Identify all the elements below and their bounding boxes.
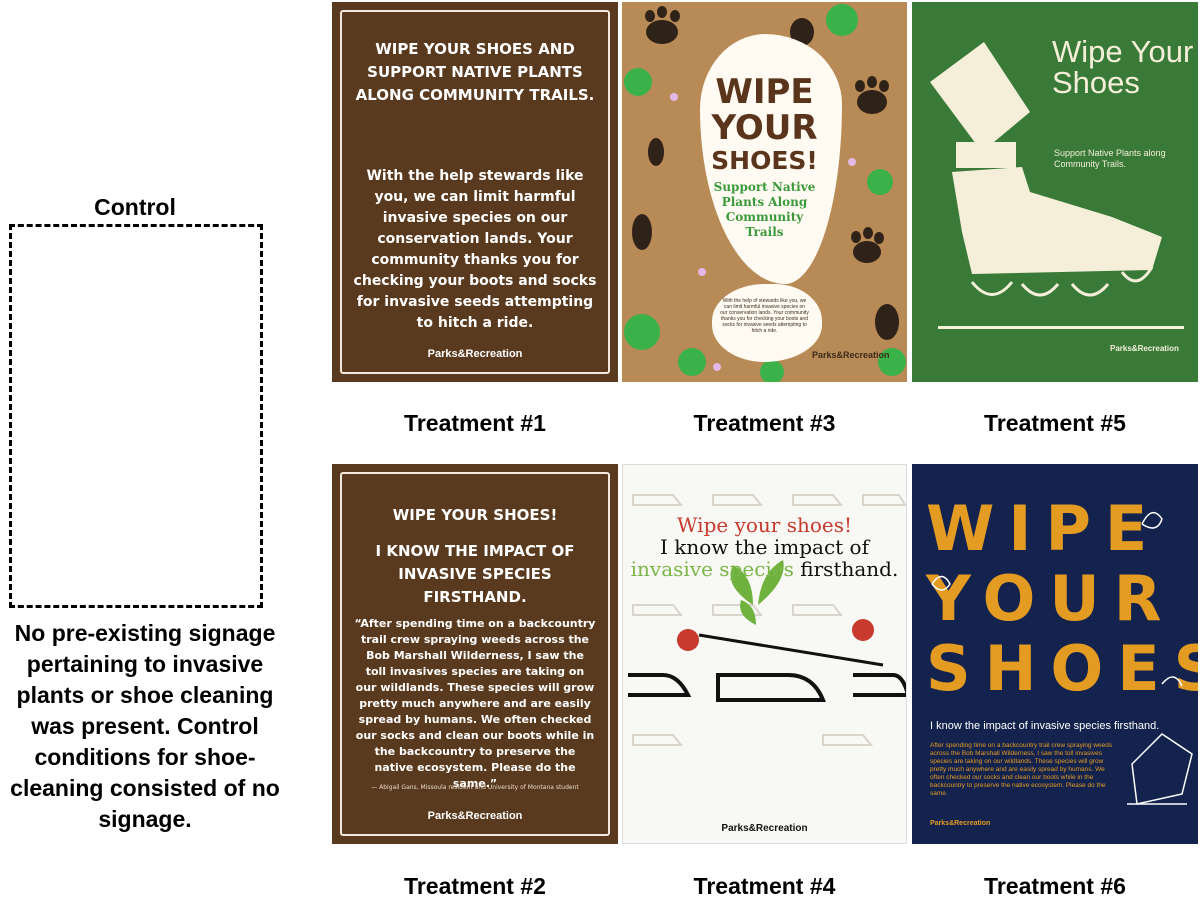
poster-small-text: With the help of stewards like you, we c… bbox=[720, 298, 809, 334]
poster-title-line-2: YOUR bbox=[926, 562, 1176, 635]
poster-white-splat-small bbox=[712, 284, 822, 362]
poster-body: After spending time on a backcountry tra… bbox=[930, 742, 1113, 797]
poster-quote: “After spending time on a backcountry tr… bbox=[354, 617, 596, 790]
poster-heading-2: I KNOW THE IMPACT OF INVASIVE SPECIES FI… bbox=[375, 542, 575, 606]
poster-subtitle-end: firsthand. bbox=[793, 557, 899, 581]
poster-border bbox=[340, 10, 610, 374]
poster-subtitle: I know the impact of invasive species fi… bbox=[930, 720, 1160, 732]
poster-title-line-1: WIPE bbox=[926, 492, 1162, 565]
control-empty-frame bbox=[9, 224, 263, 608]
poster-treatment-5: Wipe Your Shoes Support Native Plants al… bbox=[912, 2, 1198, 382]
shoe-pattern-background bbox=[628, 494, 906, 746]
boot-plant-illustration bbox=[931, 511, 1193, 805]
poster-heading-1: WIPE YOUR SHOES! bbox=[392, 506, 558, 524]
treatment-1-label: Treatment #1 bbox=[404, 410, 546, 436]
treatment-5-label: Treatment #5 bbox=[984, 410, 1126, 436]
paw-prints-background bbox=[624, 4, 906, 382]
poster-subtitle-line-2: invasive species firsthand. bbox=[623, 557, 906, 581]
poster-border bbox=[340, 472, 610, 836]
control-heading: Control bbox=[94, 194, 176, 220]
poster-divider bbox=[938, 326, 1184, 329]
poster-attribution: — Abigail Gans, Missoula resident and Un… bbox=[371, 784, 579, 791]
parks-recreation-logo: Parks&Recreation bbox=[812, 350, 890, 360]
poster-title: Wipe Your Shoes bbox=[1052, 34, 1194, 100]
poster-treatment-4: Wipe your shoes! I know the impact of in… bbox=[622, 464, 907, 844]
control-description: No pre-existing signage pertaining to in… bbox=[10, 620, 280, 832]
poster-title-line-3: SHOES! bbox=[711, 146, 818, 175]
poster-highlight-text: invasive species bbox=[630, 557, 794, 581]
poster-treatment-2: WIPE YOUR SHOES! I KNOW THE IMPACT OF IN… bbox=[332, 464, 618, 844]
poster-title: Wipe your shoes! bbox=[676, 513, 853, 537]
poster-subtitle: Support Native Plants Along Community Tr… bbox=[713, 180, 816, 239]
poster-subtitle-line-1: I know the impact of bbox=[659, 535, 869, 559]
poster-title-line-1: WIPE bbox=[715, 72, 814, 112]
parks-recreation-logo: Parks&Recreation bbox=[721, 823, 808, 834]
poster-treatment-6: WIPE YOUR SHOES I know the impact of inv… bbox=[912, 464, 1198, 844]
treatment-6-label: Treatment #6 bbox=[984, 873, 1126, 899]
poster-title-line-3: SHOES bbox=[926, 632, 1198, 705]
poster-title-line-2: YOUR bbox=[711, 108, 818, 148]
poster-heading: WIPE YOUR SHOES AND SUPPORT NATIVE PLANT… bbox=[355, 40, 595, 104]
poster-body: With the help stewards like you, we can … bbox=[353, 168, 597, 331]
treatment-2-label: Treatment #2 bbox=[404, 873, 546, 899]
poster-treatment-1: WIPE YOUR SHOES AND SUPPORT NATIVE PLANT… bbox=[332, 2, 618, 382]
poster-subtitle: Support Native Plants along Community Tr… bbox=[1054, 148, 1166, 169]
treatment-3-label: Treatment #3 bbox=[693, 410, 836, 436]
parks-recreation-logo: Parks&Recreation bbox=[930, 820, 991, 827]
treatment-4-label: Treatment #4 bbox=[693, 873, 836, 899]
poster-treatment-3: WIPE YOUR SHOES! Support Native Plants A… bbox=[622, 2, 907, 382]
parks-recreation-logo: Parks&Recreation bbox=[427, 348, 523, 360]
boot-illustration bbox=[930, 42, 1162, 297]
parks-recreation-logo: Parks&Recreation bbox=[427, 810, 523, 822]
parks-recreation-logo: Parks&Recreation bbox=[1110, 344, 1179, 353]
